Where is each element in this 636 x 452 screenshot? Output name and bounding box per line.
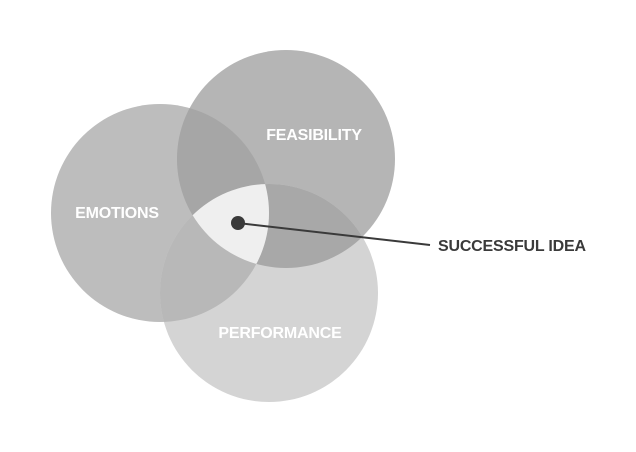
label-successful-idea: SUCCESSFUL IDEA bbox=[438, 238, 586, 255]
label-performance: PERFORMANCE bbox=[218, 325, 342, 342]
label-feasibility: FEASIBILITY bbox=[266, 127, 362, 144]
callout-dot bbox=[231, 216, 245, 230]
callout-line bbox=[237, 222, 431, 246]
overlap-center bbox=[177, 184, 269, 268]
label-emotions: EMOTIONS bbox=[75, 205, 159, 222]
